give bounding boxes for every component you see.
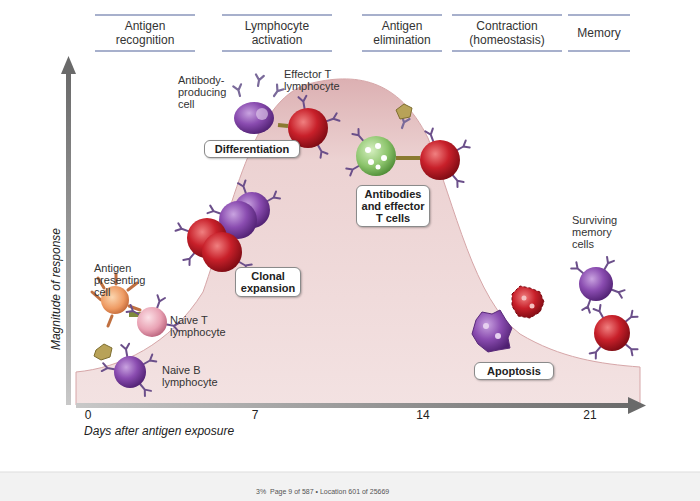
- cell-label: Surviving memory cells: [572, 214, 636, 250]
- stage-box: Antibodies and effector T cells: [356, 185, 430, 227]
- cell-label: Effector T lymphocyte: [284, 68, 358, 92]
- cell-label: Naive T lymphocyte: [170, 314, 242, 338]
- cell-label: Antigen presenting cell: [94, 262, 152, 298]
- box-text: Differentiation: [208, 143, 296, 155]
- tick-label: 14: [413, 408, 433, 422]
- box-text: Antibodies and effector T cells: [360, 188, 426, 224]
- cell-label: Antibody-producing cell: [178, 74, 240, 110]
- tick-label: 7: [245, 408, 265, 422]
- tick-label: 21: [580, 408, 600, 422]
- status-text: 3%: [256, 488, 266, 495]
- tick-label: 0: [78, 408, 98, 422]
- stage-box: Clonal expansion: [235, 267, 301, 297]
- stage-box: Apoptosis: [474, 362, 554, 380]
- phase-header: Contraction (homeostasis): [452, 14, 562, 52]
- phase-header: Lymphocyte activation: [222, 14, 332, 52]
- box-text: Clonal expansion: [239, 270, 297, 294]
- phase-header: Antigen elimination: [362, 14, 442, 52]
- axis-title: Magnitude of response: [50, 179, 62, 399]
- phase-header: Memory: [568, 14, 630, 52]
- status-text: Page 9 of 587 • Location 601 of 25669: [270, 488, 389, 495]
- cell-label: Naive B lymphocyte: [162, 364, 234, 388]
- stage-box: Differentiation: [204, 140, 300, 158]
- phase-header: Antigen recognition: [95, 14, 195, 52]
- box-text: Apoptosis: [478, 365, 550, 377]
- axis-title: Days after antigen exposure: [84, 424, 234, 438]
